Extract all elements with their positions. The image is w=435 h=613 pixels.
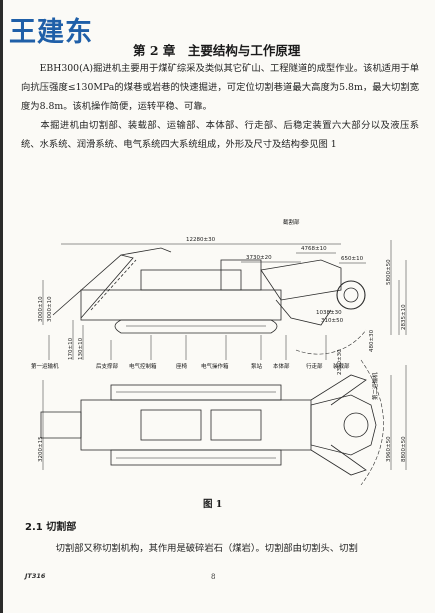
figure-caption: 图 1 (203, 499, 223, 510)
label-electrical-box: 电气控制箱 (129, 362, 157, 370)
label-body: 本体部 (273, 362, 290, 370)
section-heading: 2.1 切割部 (25, 522, 77, 533)
dim-2350: 2350±30 (337, 349, 343, 375)
machine-drawing-figure: 12280±30 3730±20 4768±10 650±10 1038±30 … (21, 200, 419, 486)
paragraph-intro: EBH300(A)掘进机主要用于煤矿综采及类似其它矿山、工程隧道的成型作业。该机… (21, 63, 419, 112)
dim-310: 310±50 (321, 318, 344, 324)
label-second-conveyor: 第二运输机 (371, 372, 379, 400)
dim-overall-length: 12280±30 (186, 237, 216, 243)
dim-3000-b: 3000±10 (47, 296, 53, 322)
label-pump-station: 泵站 (251, 362, 263, 370)
dim-3000-a: 3000±10 (38, 296, 44, 322)
dim-5800: 5800±50 (386, 259, 392, 285)
label-first-conveyor: 第一运输机 (31, 362, 59, 370)
dim-4768: 4768±10 (301, 246, 327, 252)
chapter-title: 第 2 章 主要结构与工作原理 (133, 43, 301, 58)
dim-1038: 1038±30 (316, 310, 342, 316)
label-cutting: 截割部 (283, 218, 300, 226)
dim-2835: 2835±10 (401, 304, 407, 330)
watermark-logo: 王建东 (9, 17, 93, 48)
machine-drawing: 12280±30 3730±20 4768±10 650±10 1038±30 … (31, 218, 407, 486)
label-seat: 座椅 (176, 362, 188, 370)
dim-3730: 3730±20 (246, 255, 272, 261)
label-electric-op-box: 电气操作箱 (201, 362, 229, 370)
dim-480: 480±30 (369, 329, 375, 352)
label-loading: 装载部 (333, 362, 350, 370)
dim-170: 170±10 (68, 337, 74, 360)
label-rear-stabilizer: 后支撑部 (96, 362, 119, 370)
page-number: 8 (211, 573, 216, 581)
footer-code: JT316 (25, 572, 46, 580)
paragraph-structure: 本掘进机由切割部、装载部、运输部、本体部、行走部、后稳定装置六大部分以及液压系统… (21, 120, 419, 150)
dim-650: 650±10 (341, 256, 364, 262)
dim-130: 130±10 (78, 337, 84, 360)
dim-3200: 3200±15 (38, 436, 44, 462)
label-travel: 行走部 (306, 362, 323, 370)
section-paragraph: 切割部又称切割机构，其作用是破碎岩石（煤岩）。切割部由切割头、切割 (37, 543, 358, 554)
dim-8800: 8800±50 (401, 436, 407, 462)
dim-3960: 3960±50 (386, 436, 392, 462)
